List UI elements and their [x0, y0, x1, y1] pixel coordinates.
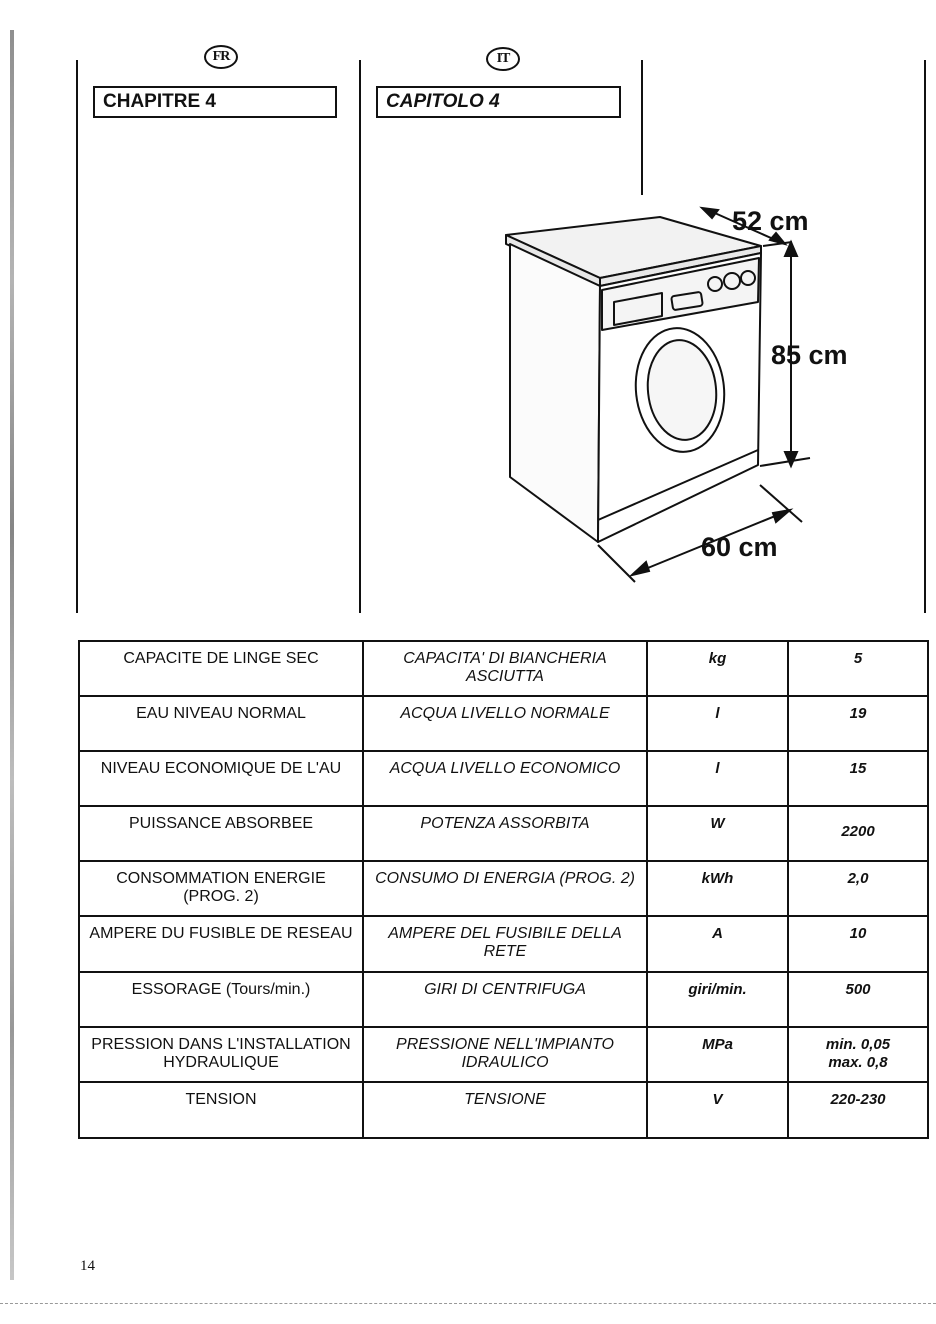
- washing-machine-dimensions-figure: 52 cm 85 cm 60 cm: [480, 190, 870, 600]
- spec-label-it: ACQUA LIVELLO ECONOMICO: [362, 750, 648, 807]
- technical-specifications-table: CAPACITE DE LINGE SEC CAPACITA' DI BIANC…: [78, 640, 929, 1139]
- spec-label-it: GIRI DI CENTRIFUGA: [362, 971, 648, 1028]
- spec-value: 19: [787, 695, 929, 752]
- spec-value: 10: [787, 915, 929, 973]
- spec-label-it: CAPACITA' DI BIANCHERIA ASCIUTTA: [362, 640, 648, 697]
- spec-label-fr: TENSION: [78, 1081, 364, 1139]
- spec-label-fr: PUISSANCE ABSORBEE: [78, 805, 364, 862]
- table-row: PUISSANCE ABSORBEE POTENZA ASSORBITA W 2…: [78, 805, 929, 862]
- spec-label-fr: CONSOMMATION ENERGIE (PROG. 2): [78, 860, 364, 917]
- spec-unit: l: [646, 750, 789, 807]
- spec-value: 500: [787, 971, 929, 1028]
- spec-value: 2,0: [787, 860, 929, 917]
- spec-value: 15: [787, 750, 929, 807]
- spec-label-it: CONSUMO DI ENERGIA (PROG. 2): [362, 860, 648, 917]
- spec-unit: giri/min.: [646, 971, 789, 1028]
- table-row: NIVEAU ECONOMIQUE DE L'AU ACQUA LIVELLO …: [78, 750, 929, 807]
- table-row: EAU NIVEAU NORMAL ACQUA LIVELLO NORMALE …: [78, 695, 929, 752]
- scan-bottom-edge: [0, 1303, 936, 1305]
- table-row: CAPACITE DE LINGE SEC CAPACITA' DI BIANC…: [78, 640, 929, 697]
- column-divider-left: [76, 60, 78, 613]
- spec-unit: MPa: [646, 1026, 789, 1083]
- depth-dimension-label: 52 cm: [732, 206, 809, 236]
- language-badge-it: IT: [486, 47, 520, 71]
- chapter-title-fr: CHAPITRE 4: [93, 86, 337, 118]
- spec-unit: kWh: [646, 860, 789, 917]
- column-divider-right-top: [641, 60, 643, 195]
- scan-edge: [10, 30, 14, 1280]
- spec-label-it: ACQUA LIVELLO NORMALE: [362, 695, 648, 752]
- spec-value: min. 0,05 max. 0,8: [787, 1026, 929, 1083]
- spec-label-fr: PRESSION DANS L'INSTALLATION HYDRAULIQUE: [78, 1026, 364, 1083]
- page-number: 14: [80, 1258, 95, 1274]
- width-dimension-label: 60 cm: [701, 532, 778, 562]
- language-badge-fr: FR: [204, 45, 238, 69]
- table-row: ESSORAGE (Tours/min.) GIRI DI CENTRIFUGA…: [78, 971, 929, 1028]
- spec-label-fr: ESSORAGE (Tours/min.): [78, 971, 364, 1028]
- spec-label-fr: NIVEAU ECONOMIQUE DE L'AU: [78, 750, 364, 807]
- spec-label-it: PRESSIONE NELL'IMPIANTO IDRAULICO: [362, 1026, 648, 1083]
- spec-unit: W: [646, 805, 789, 862]
- height-dimension-label: 85 cm: [771, 340, 848, 370]
- spec-value: 2200: [787, 805, 929, 862]
- spec-label-it: AMPERE DEL FUSIBILE DELLA RETE: [362, 915, 648, 973]
- spec-label-fr: CAPACITE DE LINGE SEC: [78, 640, 364, 697]
- table-row: TENSION TENSIONE V 220-230: [78, 1081, 929, 1139]
- spec-label-it: TENSIONE: [362, 1081, 648, 1139]
- table-row: AMPERE DU FUSIBLE DE RESEAU AMPERE DEL F…: [78, 915, 929, 973]
- table-row: CONSOMMATION ENERGIE (PROG. 2) CONSUMO D…: [78, 860, 929, 917]
- spec-unit: l: [646, 695, 789, 752]
- spec-label-fr: AMPERE DU FUSIBLE DE RESEAU: [78, 915, 364, 973]
- washing-machine-drawing: 52 cm 85 cm 60 cm: [505, 206, 848, 583]
- spec-unit: A: [646, 915, 789, 973]
- spec-value: 5: [787, 640, 929, 697]
- spec-value: 220-230: [787, 1081, 929, 1139]
- column-divider-far-right: [924, 60, 926, 613]
- spec-label-fr: EAU NIVEAU NORMAL: [78, 695, 364, 752]
- table-row: PRESSION DANS L'INSTALLATION HYDRAULIQUE…: [78, 1026, 929, 1083]
- spec-unit: V: [646, 1081, 789, 1139]
- chapter-title-it: CAPITOLO 4: [376, 86, 621, 118]
- column-divider-middle: [359, 60, 361, 613]
- spec-unit: kg: [646, 640, 789, 697]
- spec-label-it: POTENZA ASSORBITA: [362, 805, 648, 862]
